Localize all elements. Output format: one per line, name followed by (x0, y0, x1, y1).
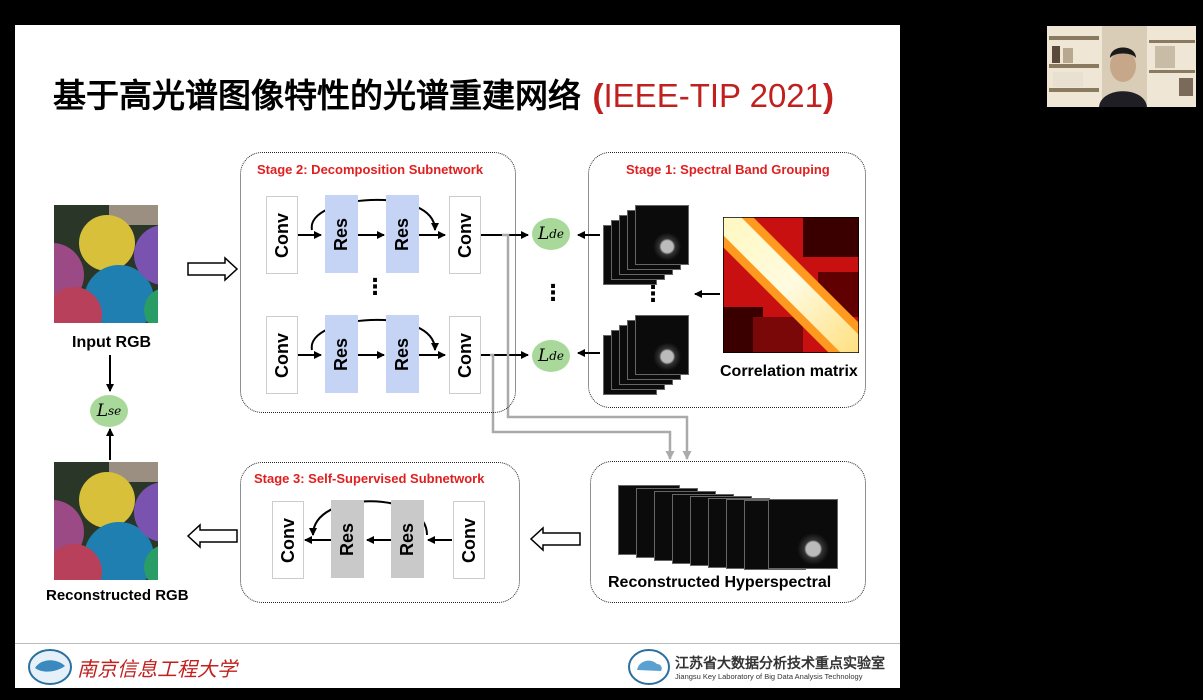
stage1-box (588, 152, 866, 408)
reconstructed-rgb-image (54, 462, 158, 580)
reconstructed-hyperspectral-label: Reconstructed Hyperspectral (608, 574, 832, 591)
title-chinese: 基于高光谱图像特性的光谱重建网络 (53, 76, 593, 115)
university-logo-icon (28, 649, 72, 685)
lab-name-cn: 江苏省大数据分析技术重点实验室 (675, 655, 885, 671)
stage1-label: Stage 1: Spectral Band Grouping (626, 162, 830, 177)
reconstructed-rgb-label: Reconstructed RGB (46, 587, 189, 604)
band-stack-top (603, 205, 698, 287)
stage2-label: Stage 2: Decomposition Subnetwork (257, 162, 484, 177)
conv-block: Conv (266, 196, 298, 274)
conv-block: Conv (449, 196, 481, 274)
ellipsis: ⋮ (542, 280, 564, 305)
reconstructed-hyperspectral-stack (618, 475, 843, 570)
title-venue: (IEEE-TIP 2021) (592, 77, 835, 114)
conv-block: Conv (272, 501, 304, 579)
footer-divider (15, 643, 900, 644)
conv-block: Conv (266, 316, 298, 394)
correlation-matrix-label: Correlation matrix (720, 363, 858, 380)
webcam-thumbnail[interactable] (1047, 26, 1196, 107)
stage2-box (240, 152, 516, 413)
university-name: 南京信息工程大学 (77, 657, 237, 681)
stage3-label: Stage 3: Self-Supervised Subnetwork (254, 471, 485, 486)
slide-title: 基于高光谱图像特性的光谱重建网络 (IEEE-TIP 2021) (53, 69, 834, 117)
ellipsis: ⋮ (364, 274, 386, 299)
input-rgb-image (54, 205, 158, 323)
lab-name-en: Jiangsu Key Laboratory of Big Data Analy… (675, 672, 863, 681)
band-stack-bottom (603, 315, 698, 397)
res-block: Res (386, 195, 419, 273)
res-block: Res (325, 315, 358, 393)
res-block: Res (331, 500, 364, 578)
conv-block: Conv (453, 501, 485, 579)
input-rgb-label: Input RGB (72, 334, 152, 351)
res-block: Res (391, 500, 424, 578)
diagram-arrows (106, 198, 720, 552)
conv-block: Conv (449, 316, 481, 394)
lab-logo-icon (628, 649, 670, 685)
ellipsis: ⋮ (642, 281, 664, 306)
correlation-matrix (723, 217, 859, 353)
res-block: Res (386, 315, 419, 393)
res-block: Res (325, 195, 358, 273)
stage3-box (240, 462, 520, 603)
hyperspectral-box (590, 461, 866, 603)
slide: 基于高光谱图像特性的光谱重建网络 (IEEE-TIP 2021) (15, 25, 900, 688)
